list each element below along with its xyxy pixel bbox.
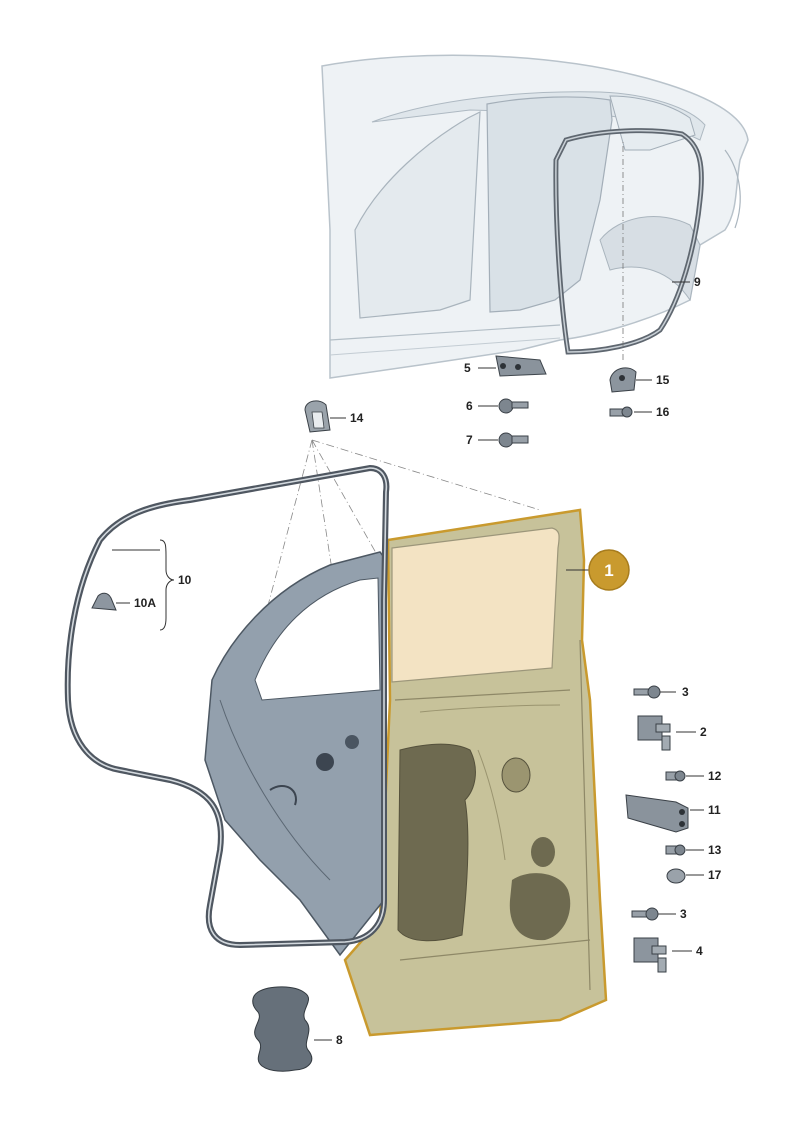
label-10a: 10A (134, 596, 156, 610)
flange-bolt-icon (498, 398, 529, 414)
label-13: 13 (708, 843, 722, 857)
label-2: 2 (700, 725, 707, 739)
main-part-number: 1 (604, 561, 613, 580)
label-3-upper: 3 (682, 685, 689, 699)
hinge-screw-lower-icon (631, 907, 659, 921)
label-11: 11 (708, 803, 721, 817)
label-5: 5 (464, 361, 471, 375)
label-15: 15 (656, 373, 670, 387)
door-frame-seal (64, 464, 390, 949)
car-body-shell (321, 54, 749, 379)
label-4: 4 (696, 944, 703, 958)
clip-icon (304, 400, 331, 433)
door-inner-frame (204, 551, 387, 957)
label-14: 14 (350, 411, 364, 425)
bracket-part (495, 355, 547, 377)
sealing-strip (252, 986, 313, 1072)
hinge-screw-upper-icon (633, 685, 661, 699)
check-strap-screw-upper-icon (665, 770, 686, 782)
label-16: 16 (656, 405, 670, 419)
label-9: 9 (694, 275, 701, 289)
label-12: 12 (708, 769, 722, 783)
upper-hinge-icon (637, 715, 671, 751)
part-labels: 9 5 6 7 15 16 14 10 10A 3 2 12 11 13 17 … (134, 275, 722, 1047)
label-6: 6 (466, 399, 473, 413)
label-3-lower: 3 (680, 907, 687, 921)
retaining-clip-icon (91, 592, 117, 611)
door-check-strap-icon (625, 794, 689, 833)
striker-plate-icon (609, 140, 637, 393)
label-7: 7 (466, 433, 473, 447)
leader-lines (112, 281, 704, 1041)
label-17: 17 (708, 868, 722, 882)
cap-icon (666, 868, 686, 884)
check-strap-screw-lower-icon (665, 844, 686, 856)
main-part-callout: 1 (588, 549, 630, 591)
hex-bolt-icon (498, 432, 529, 448)
lower-hinge-icon (633, 937, 667, 973)
label-10: 10 (178, 573, 192, 587)
reference-lines (261, 439, 541, 629)
label-8: 8 (336, 1033, 343, 1047)
screw-icon (609, 406, 633, 418)
